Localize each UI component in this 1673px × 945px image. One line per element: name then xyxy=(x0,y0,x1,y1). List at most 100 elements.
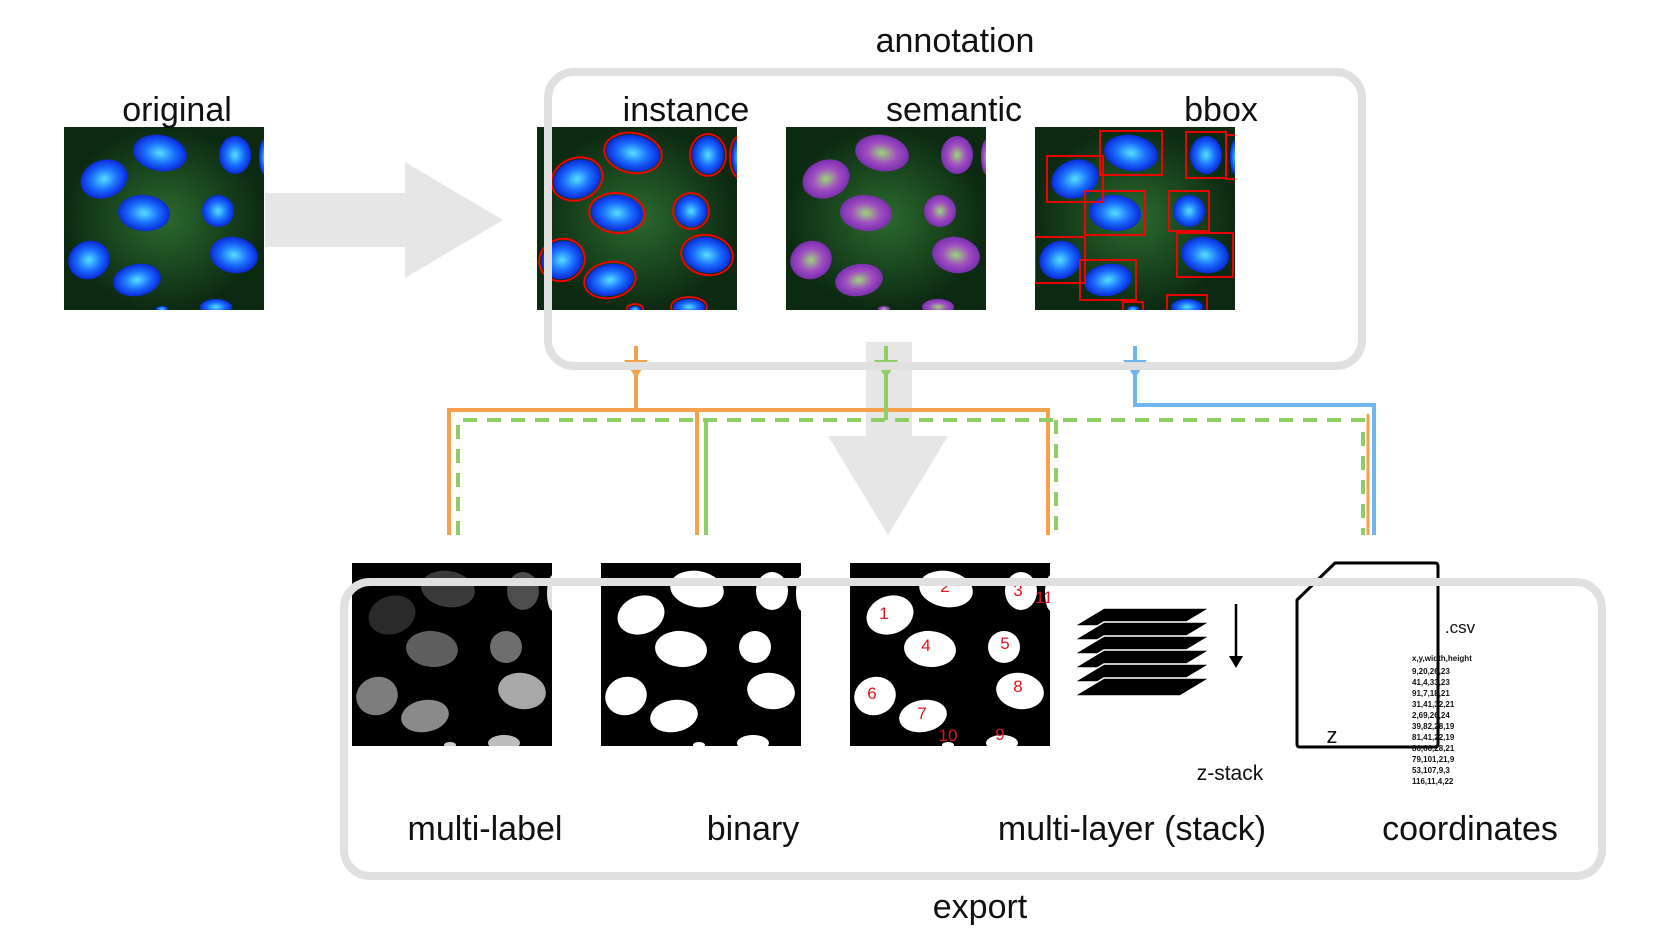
instance-outline xyxy=(538,237,586,283)
binary-label: binary xyxy=(706,810,800,848)
nucleus xyxy=(586,263,634,297)
bounding-box xyxy=(1046,155,1104,203)
instance-number: 10 xyxy=(939,726,958,745)
binary-image xyxy=(601,563,801,746)
nucleus xyxy=(1127,306,1139,310)
semantic-bus xyxy=(456,418,1365,535)
nucleus xyxy=(606,134,660,172)
instance-number: 11 xyxy=(1035,588,1053,607)
nucleus xyxy=(1181,236,1229,274)
instance-outline xyxy=(626,303,644,310)
csv-row: 2,69,26,24 xyxy=(1412,711,1450,720)
label-region xyxy=(498,672,546,710)
nucleus xyxy=(1051,159,1099,199)
instance-outline xyxy=(680,233,734,277)
nucleus xyxy=(878,306,890,310)
nucleus xyxy=(675,195,707,227)
layer-region xyxy=(854,676,896,716)
instance-number: 4 xyxy=(921,636,930,655)
nucleus xyxy=(1171,299,1203,310)
instance-number: 7 xyxy=(917,704,926,723)
nucleus xyxy=(80,159,128,199)
nucleus xyxy=(68,240,110,280)
bounding-box xyxy=(1099,130,1163,176)
csv-row: 39,82,28,19 xyxy=(1412,722,1455,731)
bounding-box xyxy=(1166,294,1208,310)
layer-region xyxy=(942,742,954,746)
nucleus xyxy=(591,194,643,232)
nucleus xyxy=(924,195,956,227)
layer-region xyxy=(988,631,1020,663)
stack-layer xyxy=(1071,677,1213,697)
binary-region xyxy=(737,735,769,746)
z-stack-label: z-stack xyxy=(1196,762,1264,785)
z-stack-icon xyxy=(1071,607,1213,697)
big-right-arrow xyxy=(265,162,503,278)
instance-outline xyxy=(672,192,710,230)
layer-region xyxy=(899,699,947,733)
z-axis-label: z xyxy=(1326,723,1338,748)
csv-row: 116,11,4,22 xyxy=(1412,777,1454,786)
bbox-connector xyxy=(1133,346,1376,535)
binary-region xyxy=(739,631,771,663)
instance-number: 8 xyxy=(1013,677,1022,696)
nucleus xyxy=(981,139,986,175)
nucleus xyxy=(855,134,909,172)
nucleus xyxy=(1230,139,1235,175)
label-region xyxy=(444,742,456,746)
label-region xyxy=(368,595,416,635)
nucleus xyxy=(692,136,724,174)
csv-document-icon xyxy=(1295,561,1440,749)
instance-number: 2 xyxy=(940,577,949,596)
semantic-label: semantic xyxy=(885,91,1023,129)
bounding-box xyxy=(1084,190,1146,236)
csv-header: x,y,width,height xyxy=(1412,654,1472,663)
nucleus xyxy=(553,159,601,199)
instance-number: 3 xyxy=(1013,581,1022,600)
nucleus xyxy=(118,194,170,232)
bounding-box xyxy=(1079,259,1137,301)
nucleus xyxy=(202,195,234,227)
nucleus xyxy=(1039,240,1081,280)
csv-row: 79,101,21,9 xyxy=(1412,755,1455,764)
instance-outline xyxy=(729,136,737,178)
binary-region xyxy=(655,630,707,668)
nucleus xyxy=(683,236,731,274)
instance-outline xyxy=(689,133,727,177)
bounding-box xyxy=(1225,134,1235,180)
annotation-frame xyxy=(544,68,1366,370)
export-frame xyxy=(340,578,1606,880)
instance-outline xyxy=(550,156,604,202)
layer-region xyxy=(866,595,914,635)
nucleus xyxy=(133,134,187,172)
csv-row: 86,66,28,21 xyxy=(1412,744,1455,753)
instance-outline xyxy=(583,260,637,300)
csv-row: 41,4,33,23 xyxy=(1412,678,1450,687)
csv-row: 91,7,18,21 xyxy=(1412,689,1450,698)
nucleus xyxy=(840,194,892,232)
binary-region xyxy=(605,676,647,716)
instance-number: 6 xyxy=(867,684,876,703)
binary-region xyxy=(617,595,665,635)
annotation-title: annotation xyxy=(875,22,1035,60)
nucleus xyxy=(932,236,980,274)
big-down-arrow xyxy=(828,436,948,535)
semantic-image xyxy=(786,127,986,310)
bbox-image xyxy=(1035,127,1235,310)
instance-label: instance xyxy=(622,91,750,129)
nucleus xyxy=(1173,195,1205,227)
layer-region xyxy=(986,735,1018,746)
original-label: original xyxy=(122,91,232,129)
nucleus xyxy=(1104,134,1158,172)
layer-region xyxy=(904,630,956,668)
instance-image xyxy=(537,127,737,310)
csv-row: 9,20,26,23 xyxy=(1412,667,1450,676)
nucleus xyxy=(1089,194,1141,232)
nucleus xyxy=(835,263,883,297)
bounding-box xyxy=(1122,301,1144,310)
nucleus xyxy=(1084,263,1132,297)
export-title: export xyxy=(932,888,1028,926)
instance-number: 5 xyxy=(1000,634,1009,653)
z-axis-arrowhead xyxy=(1229,656,1243,668)
